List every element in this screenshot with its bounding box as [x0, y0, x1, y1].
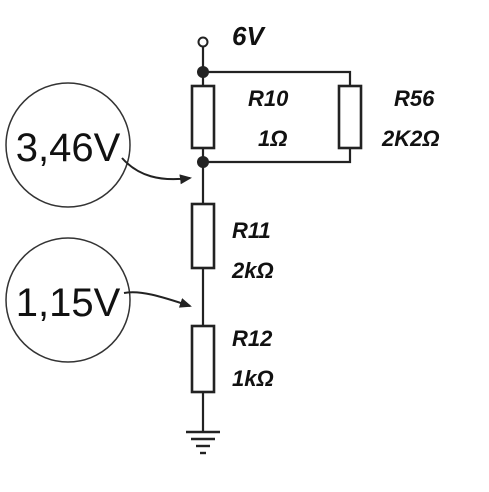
r11-value: 2kΩ [231, 258, 274, 283]
r56-value: 2K2Ω [381, 126, 440, 151]
r10-value: 1Ω [258, 126, 287, 151]
r12-value: 1kΩ [232, 366, 274, 391]
arrow-icon [123, 291, 192, 308]
resistor-r12 [190, 324, 216, 394]
ground-icon [186, 430, 220, 455]
supply-terminal-icon [197, 36, 209, 48]
r11-name: R11 [232, 218, 271, 243]
arrow-icon [121, 157, 192, 185]
probe-bottom: 1,15V [5, 237, 192, 363]
r10-name: R10 [248, 86, 289, 111]
wire-parallel-branch [203, 70, 352, 86]
junction-dot [197, 156, 209, 168]
resistor-r11 [190, 202, 216, 270]
resistor-r56 [337, 84, 363, 150]
probe-reading: 3,46V [16, 126, 121, 170]
r12-name: R12 [232, 326, 273, 351]
junction-dot [197, 66, 209, 78]
resistor-r10 [190, 84, 216, 150]
supply-label: 6V [232, 21, 266, 51]
probe-circle [5, 237, 131, 363]
probe-reading: 1,15V [16, 281, 121, 325]
r56-name: R56 [394, 86, 435, 111]
probe-circle [5, 82, 131, 208]
wire-parallel-return [203, 148, 352, 164]
probe-top: 3,46V [5, 82, 192, 208]
